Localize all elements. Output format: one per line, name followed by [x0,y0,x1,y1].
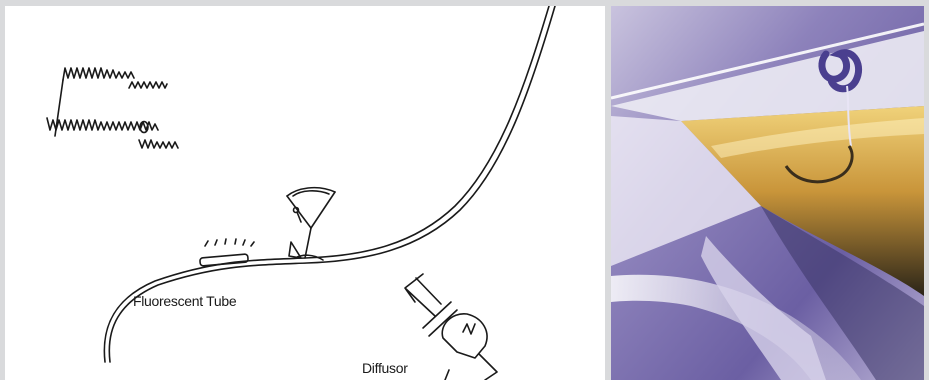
martini-photo [611,6,924,380]
martini-photo-illustration [611,6,924,380]
diffusor-label: Diffusor [362,360,408,376]
lighting-diagram: Fluorescent Tube Diffusor [5,6,605,380]
light-bank-sketch [47,68,178,148]
flash-with-diffusor [405,274,497,380]
lighting-sketch [5,6,605,380]
martini-glass [287,188,335,260]
fluorescent-tube-label: Fluorescent Tube [133,293,236,309]
fluorescent-tube [200,239,254,266]
